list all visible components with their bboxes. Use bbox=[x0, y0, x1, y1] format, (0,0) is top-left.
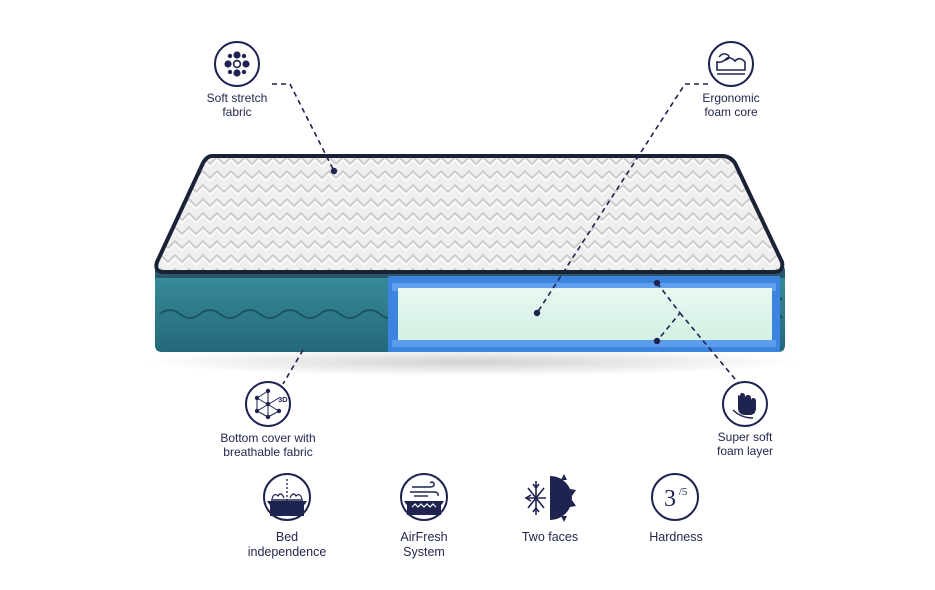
feature-bed-independence: Bed independence bbox=[227, 530, 347, 560]
fabric-circles-icon bbox=[214, 41, 260, 87]
leader-soft-stretch bbox=[272, 83, 335, 172]
hand-press-icon bbox=[722, 381, 768, 427]
leader-dots bbox=[330, 167, 661, 345]
callout-super-soft-line1: Super soft bbox=[717, 430, 773, 444]
feature-airfresh-line1: AirFresh bbox=[400, 530, 448, 544]
callout-soft-stretch-line1: Soft stretch bbox=[206, 91, 268, 105]
feature-two-faces: Two faces bbox=[500, 530, 600, 545]
callout-super-soft-line2: foam layer bbox=[716, 444, 774, 458]
callout-bottom-cover-line1: Bottom cover with bbox=[220, 431, 316, 445]
feature-two-faces-line1: Two faces bbox=[521, 530, 579, 544]
hardness-icon-sub: /5 bbox=[679, 486, 688, 498]
feature-bed-independence-line1: Bed bbox=[275, 530, 299, 544]
hardness-icon-value: 3 bbox=[664, 486, 676, 512]
feature-bed-independence-line2: independence bbox=[247, 545, 327, 559]
feature-airfresh: AirFresh System bbox=[374, 530, 474, 560]
callout-ergonomic: Ergonomic foam core bbox=[681, 91, 781, 119]
airfresh-icon bbox=[400, 473, 448, 521]
leader-ergonomic bbox=[536, 83, 708, 314]
leader-super-soft bbox=[656, 282, 741, 386]
foam-wave-icon bbox=[708, 41, 754, 87]
leader-bottom-cover bbox=[282, 349, 304, 385]
side-stitching bbox=[159, 309, 396, 319]
bed-independence-icon bbox=[263, 473, 311, 521]
feature-hardness-line1: Hardness bbox=[649, 530, 703, 544]
mattress-top-surface bbox=[154, 154, 785, 274]
callout-super-soft: Super soft foam layer bbox=[695, 430, 795, 458]
feature-airfresh-line2: System bbox=[403, 545, 445, 559]
callout-ergonomic-line1: Ergonomic bbox=[702, 91, 760, 105]
3d-mesh-icon: 3D bbox=[245, 381, 291, 427]
foam-cutaway bbox=[388, 276, 780, 352]
two-faces-icon bbox=[524, 474, 576, 522]
feature-hardness: Hardness bbox=[626, 530, 726, 545]
callout-bottom-cover-line2: breathable fabric bbox=[223, 445, 313, 459]
3d-mesh-icon-text: 3D bbox=[278, 395, 288, 404]
callout-bottom-cover: Bottom cover with breathable fabric bbox=[208, 431, 328, 459]
callout-soft-stretch: Soft stretch fabric bbox=[187, 91, 287, 119]
mattress-shadow bbox=[140, 348, 800, 376]
callout-ergonomic-line2: foam core bbox=[704, 105, 758, 119]
hardness-icon: 3 /5 bbox=[651, 473, 699, 521]
leader-lines bbox=[272, 83, 741, 386]
callout-soft-stretch-line2: fabric bbox=[222, 105, 252, 119]
